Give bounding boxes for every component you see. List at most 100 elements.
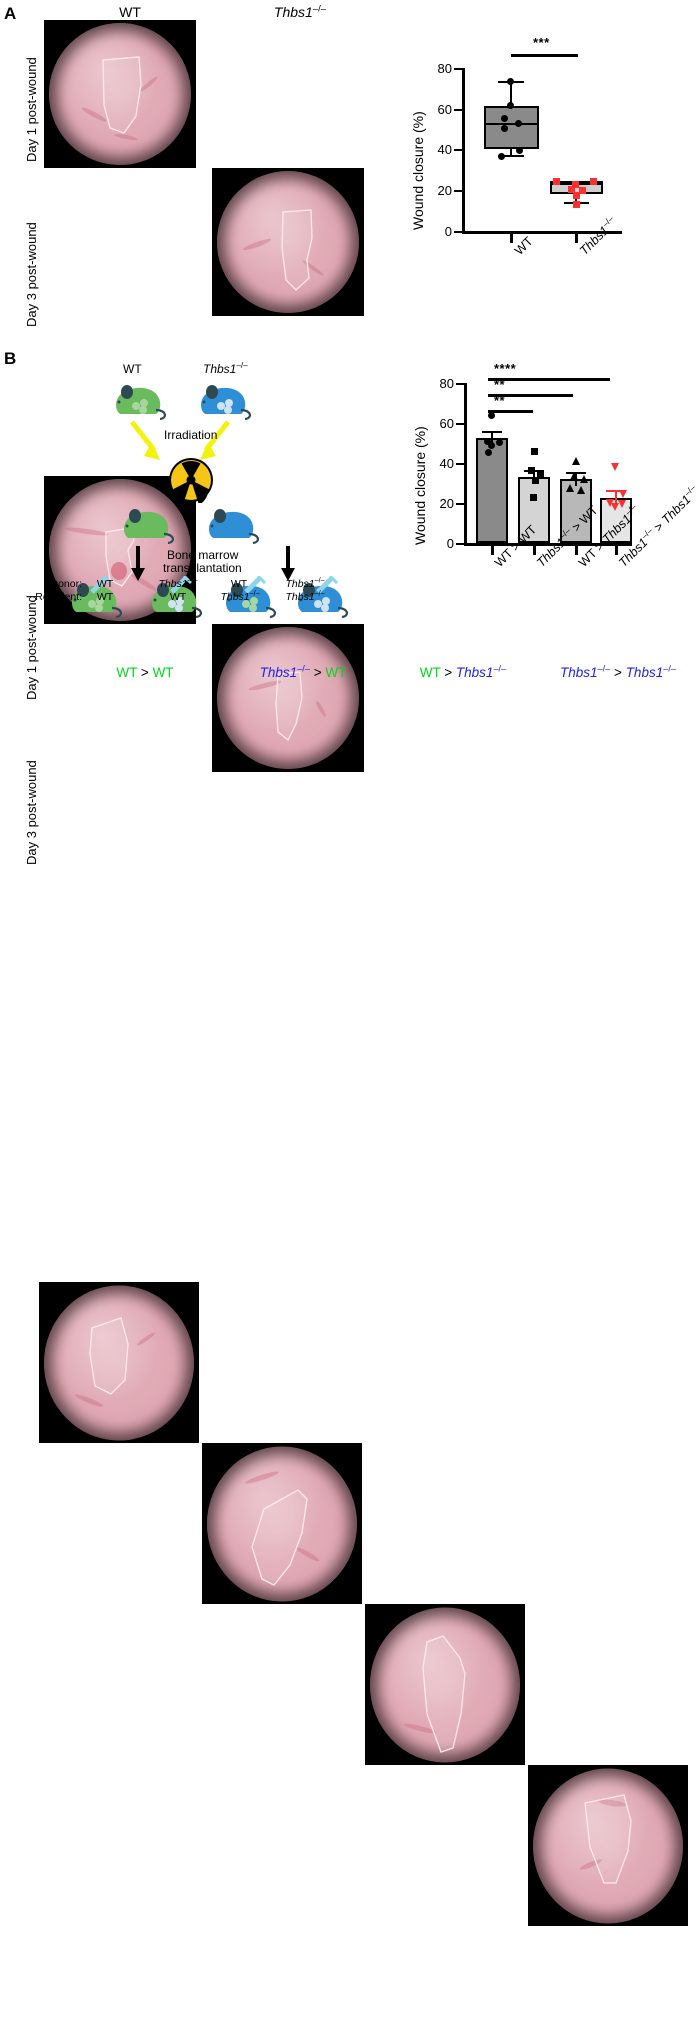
- schematic-donor-g1: WT: [96, 578, 114, 590]
- ytick-mark: [456, 503, 465, 505]
- panel-a-col-header-ko-sup: –/–: [312, 3, 327, 15]
- radiation-icon: [169, 458, 213, 503]
- panel-a-ytick-80: 80: [437, 61, 452, 76]
- panel-b-significance-star-1: **: [494, 393, 506, 408]
- panel-a-datapoint: [579, 187, 586, 194]
- mouse-icon-wt-irradiated: [124, 509, 174, 544]
- panel-b-datapoint: [532, 477, 539, 484]
- xtick-mark: [615, 546, 618, 555]
- panel-a-chart-yaxis: [462, 68, 465, 233]
- schematic-donor-g2: Thbs1–/–: [158, 576, 198, 590]
- panel-b-datapoint: [537, 472, 544, 479]
- xtick-mark: [491, 546, 494, 555]
- panel-a-col-header-wt-text: WT: [119, 4, 141, 20]
- panel-b-datapoint: [485, 449, 492, 456]
- ytick-mark: [456, 423, 465, 425]
- grid-photo-r1c4: [528, 1765, 688, 1926]
- panel-b-datapoint: [580, 475, 588, 483]
- grid-col-header-2: Thbs1–/– > WT: [259, 663, 347, 680]
- panel-b-chart-xaxis: [464, 543, 632, 546]
- panel-b-chart-ylabel: Wound closure (%): [412, 426, 428, 545]
- ytick-mark: [454, 109, 463, 111]
- panel-b-datapoint: [618, 500, 626, 508]
- grid-col-header-1: WT > WT: [116, 665, 174, 680]
- schematic-recipient-g3: Thbs1–/–: [220, 589, 260, 603]
- panel-b-datapoint: [570, 472, 578, 480]
- panel-a-datapoint: [590, 178, 597, 185]
- schematic-donor-g3: WT: [230, 578, 248, 590]
- vein-mark: [110, 561, 127, 580]
- wound-outline: [422, 1635, 466, 1753]
- panel-a-significance-bar: [511, 54, 578, 57]
- mouse-icon-group4: [298, 576, 348, 618]
- ytick-mark: [454, 68, 463, 70]
- panel-b-datapoint: [528, 467, 535, 474]
- panel-a-chart-xaxis: [462, 231, 622, 234]
- panel-a-datapoint: [573, 192, 580, 199]
- wound-outline: [275, 671, 303, 742]
- irradiation-arrow-left: [130, 420, 160, 460]
- panel-b-ytick-60: 60: [439, 416, 454, 431]
- grid-row-label-day1: Day 1 post-wound: [24, 595, 39, 700]
- panel-a-datapoint: [507, 102, 514, 109]
- ytick-mark: [454, 190, 463, 192]
- panel-b-datapoint: [577, 486, 585, 494]
- panel-b-datapoint: [606, 499, 614, 507]
- panel-a-photo-wt-day1: [44, 20, 196, 168]
- panel-b-ytick-40: 40: [439, 456, 454, 471]
- mouse-icon-ko-irradiated: [209, 509, 259, 544]
- panel-a-chart-ylabel: Wound closure (%): [410, 111, 426, 230]
- transplant-arrow-right: [281, 546, 295, 581]
- panel-b-letter: B: [4, 349, 17, 368]
- panel-a-row-label-day3: Day 3 post-wound: [24, 222, 39, 327]
- schematic-donor-g4: Thbs1–/–: [285, 576, 325, 590]
- panel-a-chart: Wound closure (%) 0 20 40 60 80 *** WT: [400, 30, 690, 330]
- panel-b-significance-bar-1: [488, 410, 533, 413]
- tissue-disc: [217, 171, 359, 313]
- panel-a-datapoint: [501, 115, 508, 122]
- panel-b-errorbar-4: [615, 490, 617, 506]
- panel-a-datapoint: [553, 178, 560, 185]
- schematic-recipient-g4: Thbs1–/–: [285, 589, 325, 603]
- tissue-disc: [217, 627, 359, 769]
- panel-b-significance-star-3: ****: [494, 361, 517, 376]
- panel-a-photo-ko-day3: [212, 624, 364, 772]
- panel-b-significance-bar-2: [488, 394, 573, 397]
- panel-b-datapoint: [619, 490, 627, 498]
- panel-a-ytick-0: 0: [444, 224, 452, 239]
- panel-b-datapoint: [611, 503, 619, 511]
- panel-b-datapoint: [488, 442, 495, 449]
- xtick-mark: [575, 234, 578, 243]
- mouse-icon-group2: [152, 576, 202, 618]
- ytick-mark: [456, 383, 465, 385]
- transplant-arrow-left: [131, 546, 145, 581]
- panel-b-datapoint: [530, 494, 537, 501]
- schematic-recipient-label: Recipient:: [35, 591, 82, 603]
- wound-outline: [281, 209, 313, 291]
- panel-b-ytick-20: 20: [439, 496, 454, 511]
- panel-a-col-header-ko-text: Thbs1: [273, 4, 313, 20]
- panel-b-bar-wt-ko: [560, 479, 592, 543]
- panel-a-letter: A: [4, 4, 17, 23]
- irradiation-arrow-right: [200, 420, 230, 460]
- ytick-mark: [456, 463, 465, 465]
- xtick-mark: [533, 546, 536, 555]
- panel-a-row-label-day1: Day 1 post-wound: [24, 57, 39, 162]
- schematic-recipient-g2: WT: [169, 591, 187, 603]
- panel-b-chart-yaxis: [464, 383, 467, 545]
- schematic-label-donor-wt: WT: [123, 362, 142, 376]
- ytick-mark: [454, 231, 463, 233]
- panel-a-col-header-ko: Thbs1–/–: [225, 4, 375, 20]
- panel-a-datapoint: [572, 181, 579, 188]
- panel-a-xtick-ko: Thbs1–/–: [577, 213, 616, 258]
- panel-a-datapoint: [498, 153, 505, 160]
- schematic-label-transplant-line1: Bone marrow: [167, 548, 239, 562]
- wound-outline: [584, 1794, 632, 1884]
- panel-b-errorbar-1: [491, 431, 493, 445]
- panel-b-bar-wt-wt: [476, 438, 508, 543]
- panel-a-datapoint: [515, 120, 522, 127]
- panel-b-significance-bar-3: [488, 378, 610, 381]
- panel-b-errorcap-4: [606, 490, 626, 492]
- panel-b-significance-star-2: **: [494, 377, 506, 392]
- panel-b-schematic: WT Thbs1–/– Irradiation: [40, 360, 370, 630]
